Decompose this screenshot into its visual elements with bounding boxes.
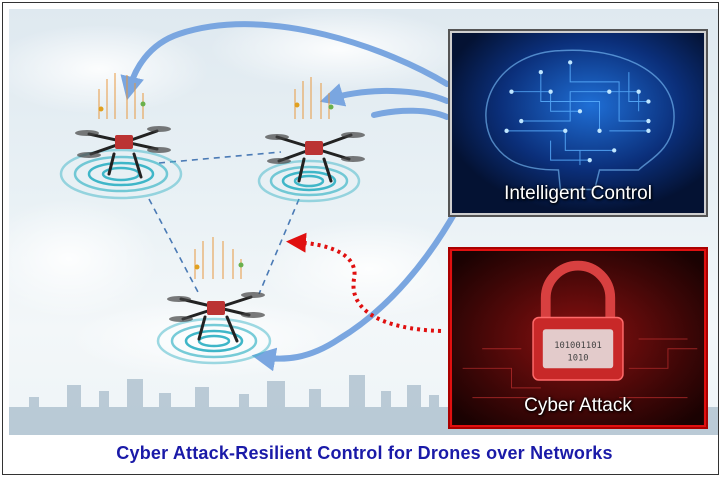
intelligent-control-panel: Intelligent Control [450, 31, 706, 215]
circuit-brain-icon [452, 33, 704, 213]
figure-frame: Intelligent Control [2, 2, 719, 475]
control-arrows [120, 21, 460, 372]
intelligent-control-label: Intelligent Control [504, 183, 652, 204]
cyber-attack-panel: 101001101 1010 Cyber Attack [450, 249, 706, 427]
chip-binary-line-1: 101001101 [554, 341, 602, 351]
drone-bottom [156, 237, 272, 365]
drone-top-right [257, 77, 365, 203]
network-links [148, 151, 300, 295]
figure-caption: Cyber Attack-Resilient Control for Drone… [116, 443, 613, 463]
city-skyline [9, 375, 718, 435]
network-diagram [9, 9, 718, 435]
sky-scene: Intelligent Control [9, 9, 718, 435]
drone-top-left [59, 73, 183, 200]
chip-binary-line-2: 1010 [567, 353, 588, 363]
cyber-attack-label: Cyber Attack [524, 395, 632, 416]
padlock-icon: 101001101 1010 [452, 251, 704, 425]
clouds [9, 9, 479, 379]
attack-arrow [286, 232, 442, 333]
